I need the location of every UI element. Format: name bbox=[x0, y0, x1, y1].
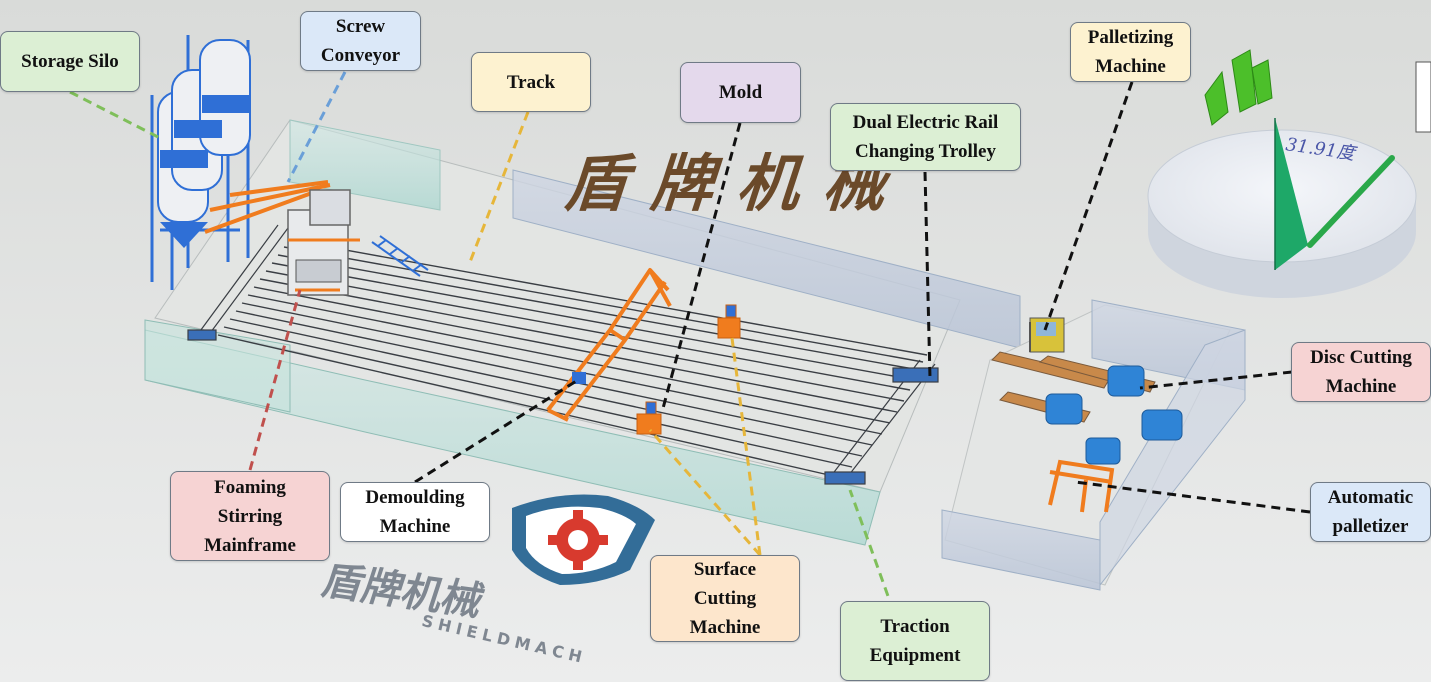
green-3d-glyph bbox=[1204, 49, 1273, 126]
label-demoulding-machine: Demoulding Machine bbox=[340, 482, 490, 542]
angle-sector bbox=[1275, 118, 1308, 270]
leader-mold bbox=[660, 122, 742, 413]
angle-indicator-line bbox=[1307, 155, 1395, 248]
label-disc-cutting-machine: Disc Cutting Machine bbox=[1291, 342, 1431, 402]
label-palletizing-machine: Palletizing Machine bbox=[1070, 22, 1191, 82]
screw-conveyor bbox=[204, 180, 331, 234]
leader-surface-cutting-1 bbox=[730, 337, 762, 556]
access-stair bbox=[371, 235, 429, 277]
angle-disk: 31.91度 bbox=[1147, 118, 1417, 298]
label-dual-trolley: Dual Electric Rail Changing Trolley bbox=[830, 103, 1021, 171]
label-automatic-palletizer: Automatic palletizer bbox=[1310, 482, 1431, 542]
leader-disc-cutting bbox=[1139, 370, 1293, 390]
storage-silos bbox=[150, 35, 251, 290]
palletizing-hall bbox=[941, 299, 1246, 591]
leader-storage-silo bbox=[69, 90, 161, 140]
transfer-rails bbox=[187, 224, 939, 485]
label-foaming-stirring-mainframe: Foaming Stirring Mainframe bbox=[170, 471, 330, 561]
label-storage-silo: Storage Silo bbox=[0, 31, 140, 92]
foaming-mainframe bbox=[287, 189, 360, 296]
label-mold: Mold bbox=[680, 62, 801, 123]
label-screw-conveyor: Screw Conveyor bbox=[300, 11, 421, 71]
leader-automatic-palletizer bbox=[1074, 480, 1311, 514]
leader-traction bbox=[848, 489, 895, 611]
label-surface-cutting-machine: Surface Cutting Machine bbox=[650, 555, 800, 642]
label-traction-equipment: Traction Equipment bbox=[840, 601, 990, 681]
leader-screw-conveyor bbox=[286, 71, 347, 183]
leader-foaming bbox=[248, 289, 302, 471]
surface-cutting-machines bbox=[636, 304, 741, 435]
leader-demoulding bbox=[414, 378, 579, 484]
leader-lines bbox=[69, 71, 1311, 611]
demoulding-gantry bbox=[546, 268, 672, 422]
leader-track bbox=[468, 111, 530, 263]
edge-panel bbox=[1415, 61, 1431, 133]
leader-dual-trolley bbox=[923, 171, 932, 379]
leader-surface-cutting-2 bbox=[648, 429, 762, 556]
label-track: Track bbox=[471, 52, 591, 112]
